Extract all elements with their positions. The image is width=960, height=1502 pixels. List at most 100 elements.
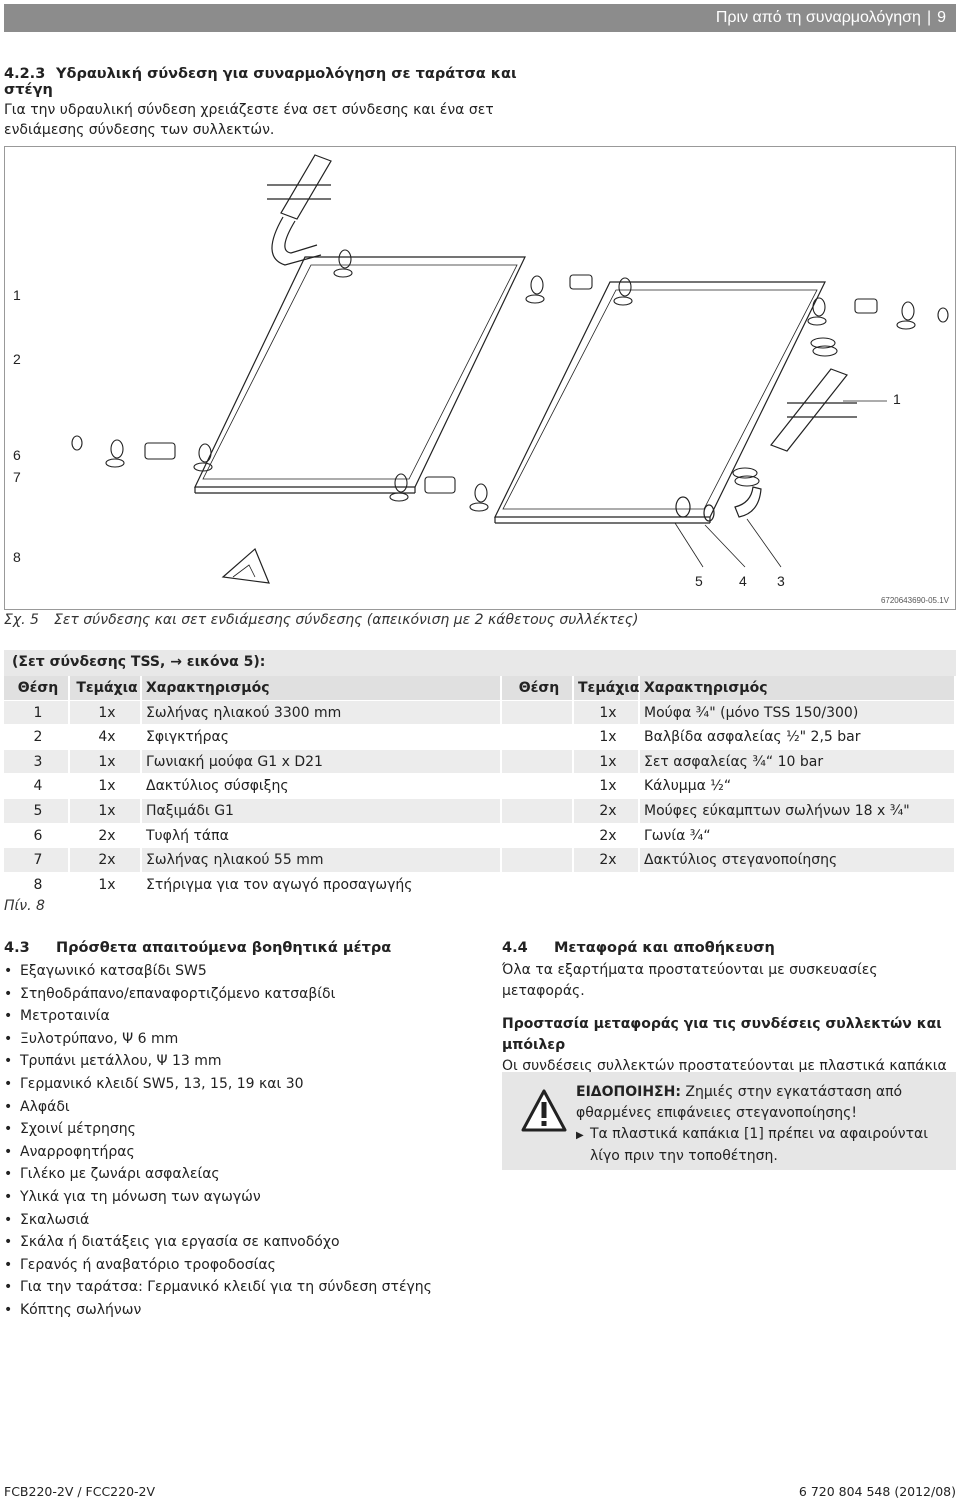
table-cell: Γωνιακή μούφα G1 x D21 — [142, 749, 502, 774]
list-item: Αναρροφητήρας — [4, 1141, 474, 1164]
list-item: Υλικά για τη μόνωση των αγωγών — [4, 1186, 474, 1209]
support-bracket — [221, 547, 270, 584]
warning-line: φθαρμένες επιφάνειες στεγανοποίησης! — [576, 1105, 857, 1121]
table-header-row: Θέση Τεμάχια Χαρακτηρισμός Θέση Τεμάχια … — [4, 676, 956, 701]
section-number: 4.2.3 — [4, 66, 46, 82]
table-cell: Βαλβίδα ασφαλείας ½" 2,5 bar — [640, 725, 956, 749]
header-cell: Χαρακτηρισμός — [142, 676, 502, 700]
list-item: Κόπτης σωλήνων — [4, 1299, 474, 1322]
assembly-drawing — [71, 154, 949, 584]
table-cell — [502, 725, 574, 749]
table-cell — [502, 798, 574, 823]
warning-text: ΕΙΔΟΠΟΙΗΣΗ: Ζημιές στην εγκατάσταση από … — [576, 1082, 928, 1167]
list-item: Εξαγωνικό κατσαβίδι SW5 — [4, 960, 474, 983]
callout-label: 5 — [695, 573, 703, 589]
list-item: Γερανός ή αναβατόριο τροφοδοσίας — [4, 1254, 474, 1277]
callout-label: 1 — [13, 287, 21, 303]
list-item: Για την ταράτσα: Γερμανικό κλειδί για τη… — [4, 1276, 474, 1299]
table-cell: 7 — [4, 848, 70, 872]
subsection-heading: Προστασία μεταφοράς για τις συνδέσεις συ… — [502, 1016, 942, 1053]
list-item: Μετροταινία — [4, 1005, 474, 1028]
solar-pipe-right — [770, 368, 848, 452]
callout-label: 7 — [13, 469, 21, 485]
list-item: Σχοινί μέτρησης — [4, 1118, 474, 1141]
callout-label: 8 — [13, 549, 21, 565]
warning-instruction: λίγο πριν την τοποθέτηση. — [590, 1148, 778, 1164]
table-cell: 1x — [70, 700, 142, 725]
table-cell — [502, 700, 574, 725]
collector-panel-right — [494, 281, 826, 518]
table-cell: Παξιμάδι G1 — [142, 798, 502, 823]
table-cell: 2x — [70, 823, 142, 848]
table-cell: Δακτύλιος σύσφιξης — [142, 774, 502, 798]
page-header: Πριν από τη συναρμολόγηση | 9 — [4, 4, 956, 32]
list-item: Αλφάδι — [4, 1096, 474, 1119]
header-cell: Τεμάχια — [70, 676, 142, 700]
table-cell: 2x — [70, 848, 142, 872]
table-cell: 4 — [4, 774, 70, 798]
table-cell: Κάλυμμα ½“ — [640, 774, 956, 798]
section-number: 4.4 — [502, 940, 528, 956]
table-cell: 1x — [70, 798, 142, 823]
collector-panel-left — [194, 256, 526, 488]
warning-instruction: Τα πλαστικά καπάκια [1] πρέπει να αφαιρο… — [590, 1126, 928, 1142]
header-separator: | — [926, 9, 932, 26]
table-cell: 2x — [574, 823, 640, 848]
parts-table: (Σετ σύνδεσης TSS, → εικόνα 5): Θέση Τεμ… — [4, 650, 956, 898]
elbow-fitting — [734, 486, 762, 518]
table-title: (Σετ σύνδεσης TSS, → εικόνα 5): — [4, 650, 956, 676]
header-cell: Τεμάχια — [574, 676, 640, 700]
table-cell: Μούφα ¾" (μόνο TSS 150/300) — [640, 700, 956, 725]
list-item: Στηθοδράπανο/επαναφορτιζόμενο κατσαβίδι — [4, 983, 474, 1006]
table-cell: 6 — [4, 823, 70, 848]
table-cell: 4x — [70, 725, 142, 749]
section-title: Υδραυλική σύνδεση για συναρμολόγηση σε τ… — [4, 66, 517, 98]
table-cell — [502, 749, 574, 774]
table-cell — [502, 848, 574, 872]
tools-list: Εξαγωνικό κατσαβίδι SW5Στηθοδράπανο/επαν… — [4, 960, 474, 1322]
table-note: Πίν. 8 — [4, 898, 45, 914]
table-cell: Μούφες εύκαμπτων σωλήνων 18 x ¾" — [640, 798, 956, 823]
list-item: Γιλέκο με ζωνάρι ασφαλείας — [4, 1163, 474, 1186]
table-cell: Σωλήνας ηλιακού 3300 mm — [142, 700, 502, 725]
table-cell: 1x — [70, 749, 142, 774]
table-cell: 3 — [4, 749, 70, 774]
compression-ring — [703, 504, 715, 522]
footer-doc-number: 6 720 804 548 (2012/08) — [798, 1484, 956, 1499]
list-item: Σκάλα ή διατάξεις για εργασία σε καπνοδό… — [4, 1231, 474, 1254]
table-cell — [502, 872, 574, 897]
solar-pipe-top — [280, 154, 332, 220]
table-cell: Σφιγκτήρας — [142, 725, 502, 749]
intro-text: Για την υδραυλική σύνδεση χρειάζεστε ένα… — [4, 102, 494, 138]
footer-model: FCB220-2V / FCC220-2V — [4, 1484, 156, 1499]
page-footer: FCB220-2V / FCC220-2V 6 720 804 548 (201… — [4, 1484, 956, 1499]
table-cell: 8 — [4, 872, 70, 897]
list-item: Γερμανικό κλειδί SW5, 13, 15, 19 και 30 — [4, 1073, 474, 1096]
table-cell: 1x — [574, 749, 640, 774]
table-cell: Στήριγμα για τον αγωγό προσαγωγής — [142, 872, 502, 897]
table-cell: Σωλήνας ηλιακού 55 mm — [142, 848, 502, 872]
warning-label: ΕΙΔΟΠΟΙΗΣΗ: — [576, 1084, 681, 1100]
nut-g1 — [675, 496, 691, 518]
figure-code: 6720643690-05.1V — [880, 596, 949, 605]
header-title: Πριν από τη συναρμολόγηση — [715, 9, 921, 26]
callout-label: 1 — [893, 391, 901, 407]
page-number: 9 — [937, 9, 946, 26]
list-item: Σκαλωσιά — [4, 1209, 474, 1232]
table-cell — [502, 774, 574, 798]
header-cell: Χαρακτηρισμός — [640, 676, 956, 700]
